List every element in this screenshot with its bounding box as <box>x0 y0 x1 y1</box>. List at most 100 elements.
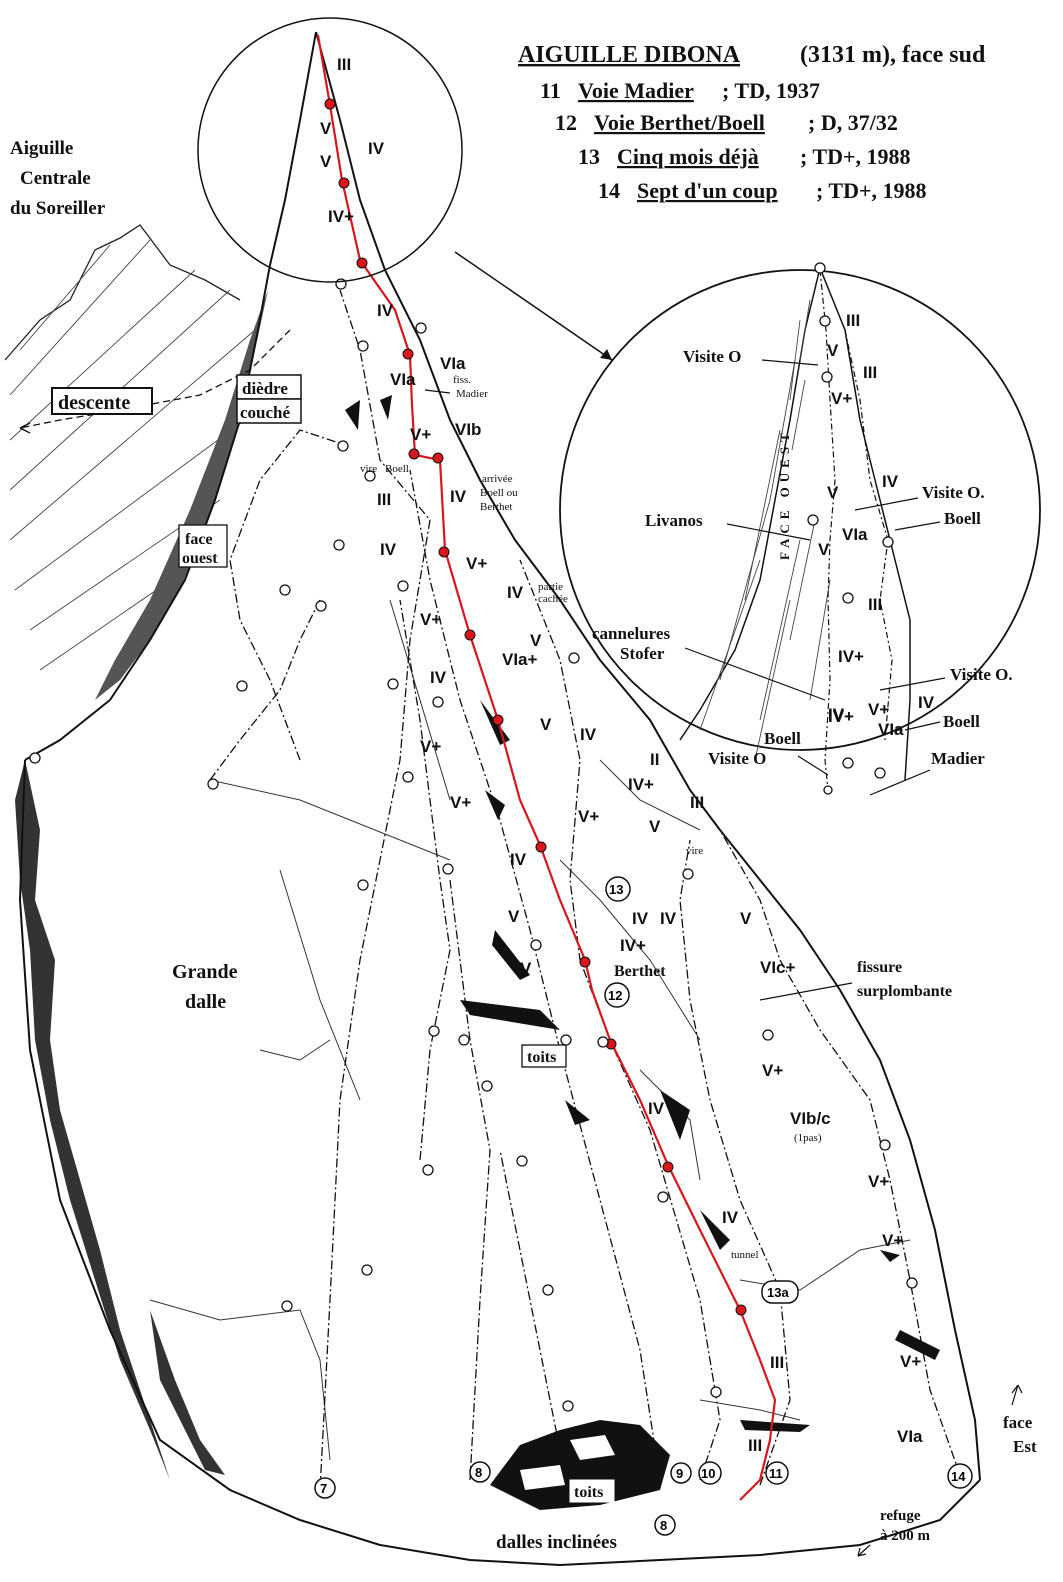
grande-dalle-label-2: dalle <box>185 991 226 1013</box>
grade-labels: III V IV V IV+ IV VIa VIa V+ VIb III IV … <box>320 55 923 1455</box>
aiguille-label-2: Centrale <box>20 168 91 189</box>
title-name: AIGUILLE DIBONA <box>518 42 741 68</box>
grade-label: V+ <box>420 737 441 756</box>
diedre-label: dièdre <box>242 379 288 398</box>
route-marker-12[interactable]: 12 <box>604 982 630 1008</box>
one-pas-label: (1pas) <box>794 1132 822 1144</box>
grade-label: VIb <box>455 420 481 439</box>
arrivee-label-2: Boell ou <box>480 487 518 499</box>
descente-box <box>51 387 153 415</box>
vire-label: vire <box>686 845 703 857</box>
grade-label: III <box>770 1353 784 1372</box>
svg-text:7: 7 <box>320 1481 327 1496</box>
route-marker-11[interactable]: 11 <box>765 1461 789 1485</box>
grade-label: IV <box>507 583 524 602</box>
grade-label: IV <box>510 850 527 869</box>
inset-grade: V <box>818 540 830 559</box>
aiguille-label-3: du Soreiller <box>10 198 106 219</box>
route-12-number: 12 <box>555 110 577 135</box>
grade-label: IV <box>722 1208 739 1227</box>
grade-label: V+ <box>466 554 487 573</box>
svg-text:13: 13 <box>609 882 623 897</box>
grade-label: V+ <box>868 1172 889 1191</box>
route-13-name[interactable]: Cinq mois déjà <box>617 144 759 169</box>
pointer-arrows <box>424 389 1023 1557</box>
route-marker-7[interactable]: 7 <box>314 1477 336 1499</box>
inset-west-face <box>559 262 1041 795</box>
aiguille-label-1: Aiguille <box>10 138 73 159</box>
madier-belays <box>324 98 747 1316</box>
svg-text:10: 10 <box>701 1466 715 1481</box>
route-markers: 7 8 8 9 10 11 12 13 13a 14 <box>314 876 973 1536</box>
grade-label: V+ <box>450 793 471 812</box>
face-ouest-label-1: face <box>185 531 213 548</box>
inset-grade: III <box>863 363 877 382</box>
grade-label: VIc+ <box>760 958 796 977</box>
face-est-label-1: face <box>1003 1413 1033 1432</box>
toits-mid-label: toits <box>527 1049 556 1066</box>
grade-label: IV <box>380 540 397 559</box>
zoom-connector-arrow <box>600 349 612 360</box>
face-ouest-box <box>178 524 228 568</box>
route-lines <box>209 289 961 1491</box>
svg-text:11: 11 <box>769 1466 783 1481</box>
grade-label: VIa <box>440 354 466 373</box>
route-marker-8b[interactable]: 8 <box>654 1514 676 1536</box>
grande-dalle-label-1: Grande <box>172 961 238 983</box>
route-11-name[interactable]: Voie Madier <box>578 78 694 103</box>
grade-label: V+ <box>578 807 599 826</box>
grade-label: IV+ <box>328 207 354 226</box>
inset-boell-2: Boell <box>943 712 980 731</box>
belays <box>29 278 918 1412</box>
grade-label: III <box>377 490 391 509</box>
route-marker-8a[interactable]: 8 <box>469 1461 491 1483</box>
inset-madier: Madier <box>931 749 985 768</box>
inset-visite-o-3: Visite O. <box>950 665 1013 684</box>
grade-label: VIa+ <box>502 650 538 669</box>
route-marker-14[interactable]: 14 <box>947 1463 973 1489</box>
grade-label: IV <box>430 668 447 687</box>
grade-label: III <box>690 793 704 812</box>
route-marker-10[interactable]: 10 <box>698 1461 722 1485</box>
rock-texture <box>149 599 911 1461</box>
inset-visite-o-1: Visite O <box>683 347 741 366</box>
grade-label: IV+ <box>620 936 646 955</box>
arrivee-label-3: Berthet <box>480 501 512 513</box>
arrivee-label-1: arrivée <box>482 473 513 485</box>
grade-label: IV <box>648 1099 665 1118</box>
grade-label: VIb/c <box>790 1109 831 1128</box>
grade-label: V <box>740 909 752 928</box>
route-13-info: ; TD+, 1988 <box>800 144 911 169</box>
grade-label: V <box>530 631 542 650</box>
grade-label: IV <box>450 487 467 506</box>
grade-label: V <box>320 119 332 138</box>
grade-label: VIa <box>897 1427 923 1446</box>
route-12-name[interactable]: Voie Berthet/Boell <box>594 110 765 135</box>
route-marker-13a[interactable]: 13a <box>761 1280 799 1304</box>
inset-grade: IV <box>918 693 935 712</box>
grade-label: IV <box>580 725 597 744</box>
grade-label: V+ <box>410 425 431 444</box>
grade-label: IV <box>632 909 649 928</box>
title-altitude: (3131 m), face sud <box>800 42 986 68</box>
grade-label: VIa <box>390 370 416 389</box>
inset-grade: IV+ <box>838 647 864 666</box>
svg-text:8: 8 <box>660 1518 667 1533</box>
refuge-label-1: refuge <box>880 1508 921 1524</box>
toits-mid-box <box>521 1044 567 1068</box>
route-marker-13[interactable]: 13 <box>605 876 631 902</box>
partie-cachee-label-1: partie <box>538 581 563 593</box>
inset-grade: V+ <box>831 389 852 408</box>
grade-label: V+ <box>900 1352 921 1371</box>
route-14-name[interactable]: Sept d'un coup <box>637 178 778 203</box>
inset-grade: III <box>846 311 860 330</box>
face-ouest-label-2: ouest <box>182 550 218 567</box>
left-base-shadow <box>150 1310 225 1475</box>
inset-cannelures-1: cannelures <box>592 624 670 643</box>
route-marker-9[interactable]: 9 <box>670 1462 692 1484</box>
grade-label: IV <box>368 139 385 158</box>
grade-label: V <box>649 817 661 836</box>
descente-label: descente <box>58 392 130 414</box>
grade-label: V <box>540 715 552 734</box>
